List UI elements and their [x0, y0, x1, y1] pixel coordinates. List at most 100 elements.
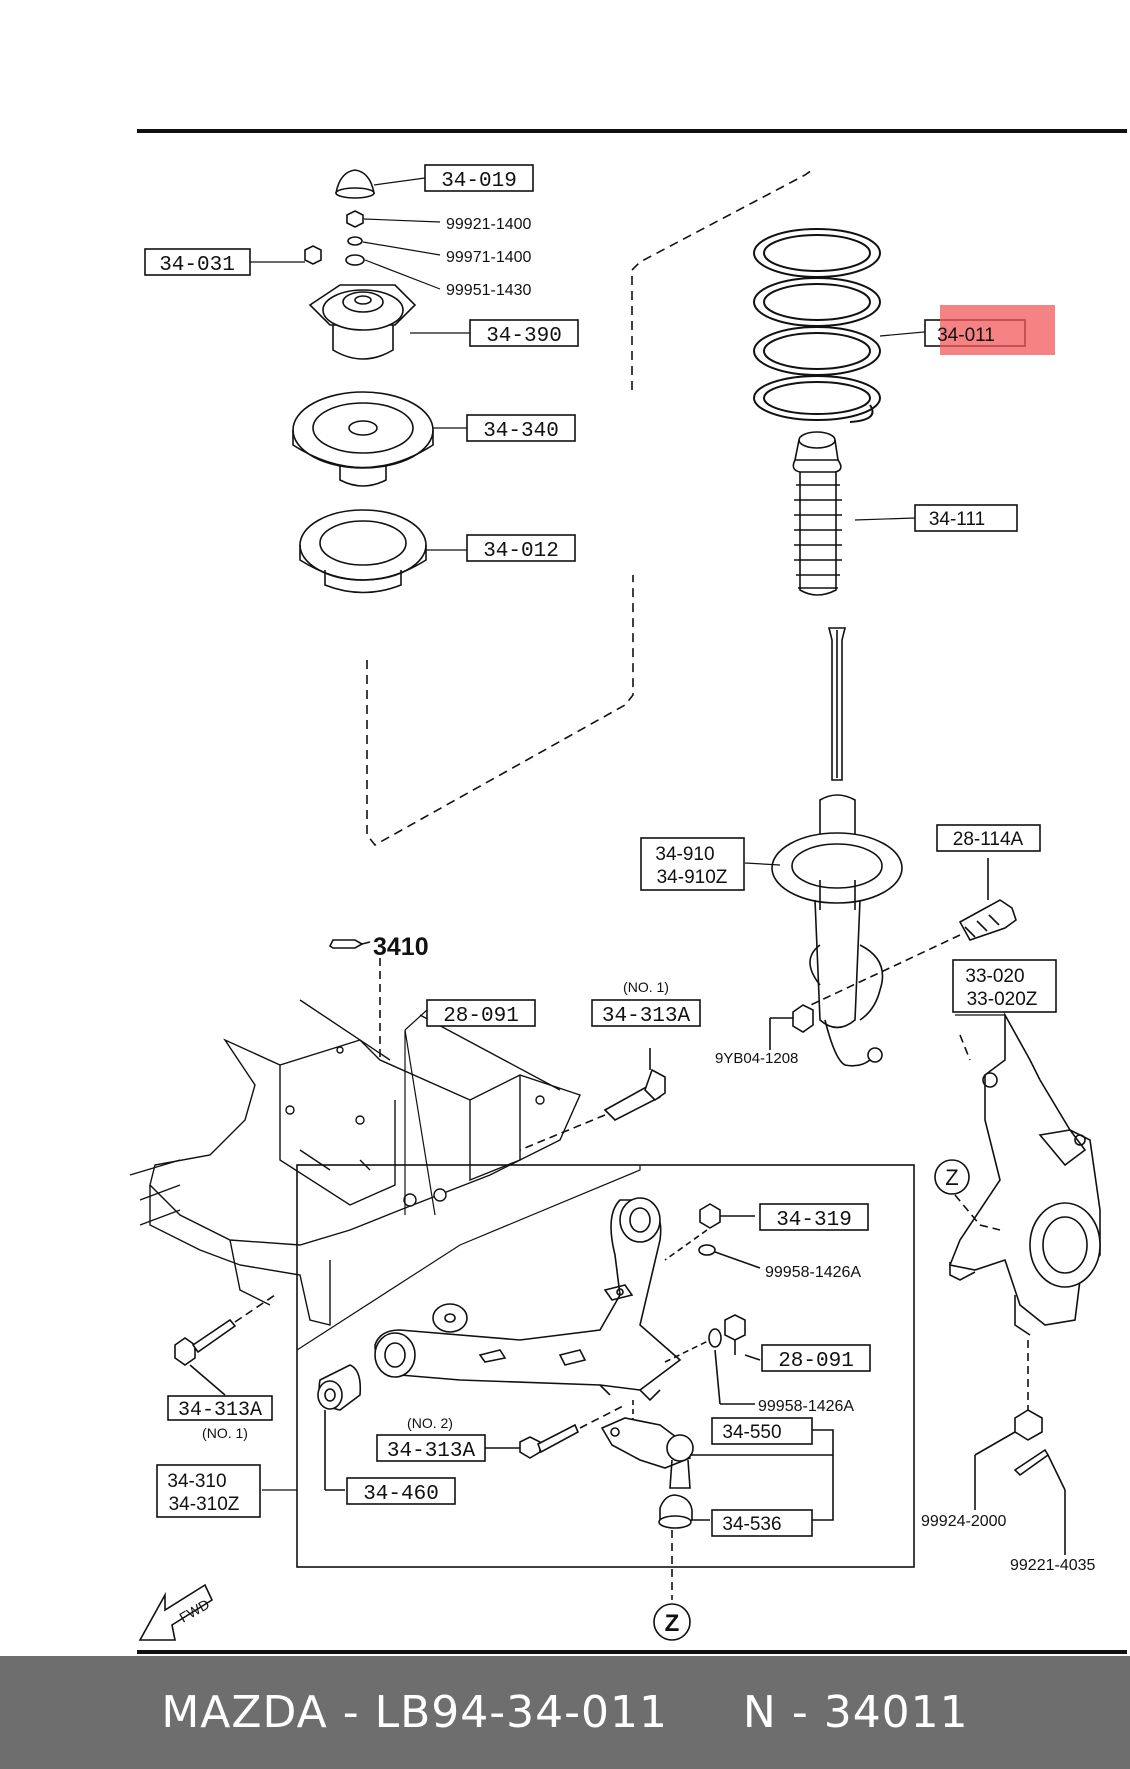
castle-nut-drawing	[974, 1409, 1043, 1510]
label-34-313a-left: 34-313A	[178, 1399, 262, 1422]
cotter-pin-drawing	[1013, 1448, 1066, 1555]
lower-arm-drawing	[374, 1197, 682, 1402]
box-34-390	[469, 319, 579, 347]
label-28-091-mid: 28-091	[778, 1350, 854, 1373]
note-no1-top: (NO. 1)	[623, 979, 669, 995]
fwd-arrow-icon: FWD	[138, 1583, 214, 1641]
label-34-011: 34-011	[937, 325, 995, 346]
num-99921-1400: 99921-1400	[446, 216, 532, 233]
box-28-091-top	[426, 999, 536, 1027]
nut-washer-drawing	[664, 1314, 761, 1405]
bolt-313a-top-drawing	[603, 1048, 666, 1121]
coil-spring-drawing	[753, 228, 881, 423]
num-99958-1426a-b: 99958-1426A	[758, 1398, 854, 1415]
label-34-313a-low: 34-313A	[387, 1440, 476, 1463]
shock-absorber-drawing	[771, 627, 903, 1067]
z-marker-1: Z	[934, 1159, 970, 1195]
label-34-910: 34-910	[655, 844, 714, 865]
steering-knuckle-drawing	[948, 1011, 1101, 1336]
bolt-axis-low	[579, 1404, 626, 1429]
strut-mount-drawing	[308, 284, 417, 360]
strut-bolt-drawing	[958, 858, 1017, 941]
label-34-012: 34-012	[483, 540, 559, 563]
reference-arrow-icon	[328, 939, 371, 949]
mount-bearing-drawing	[299, 509, 427, 594]
label-34-031: 34-031	[159, 254, 235, 277]
label-34-460: 34-460	[363, 1483, 439, 1506]
leaders-top	[250, 177, 936, 551]
bolt-319-drawing	[664, 1203, 761, 1269]
label-34-910z: 34-910Z	[657, 867, 728, 888]
knuckle-dash-z	[954, 1194, 1001, 1231]
box-34-319	[759, 1203, 869, 1231]
ball-joint-drawing	[600, 1400, 834, 1521]
label-34-111: 34-111	[929, 509, 985, 530]
footer-part-caption: MAZDA - LB94-34-011 N - 34011	[161, 1687, 969, 1738]
box-34-313a-top	[591, 999, 701, 1027]
label-34-313a-top: 34-313A	[602, 1005, 691, 1028]
num-99951-1430: 99951-1430	[446, 282, 532, 299]
label-28-114a: 28-114A	[953, 829, 1024, 850]
label-34-550: 34-550	[722, 1422, 781, 1443]
box-34-019	[424, 164, 534, 192]
footer-bar: MAZDA - LB94-34-011 N - 34011	[0, 1656, 1130, 1769]
box-34-313a-low	[376, 1434, 486, 1462]
subframe-drawing	[129, 999, 581, 1326]
note-no1-left: (NO. 1)	[202, 1425, 248, 1441]
spring-seat-drawing	[292, 391, 434, 487]
bolt-313a-low-drawing	[485, 1423, 580, 1459]
num-99958-1426a-a: 99958-1426A	[765, 1264, 861, 1281]
dust-cap-drawing	[335, 169, 375, 199]
box-34-031	[144, 248, 251, 276]
ball-joint-boot-drawing	[658, 1494, 710, 1529]
box-28-114a	[936, 824, 1041, 852]
strut-bolt-axis	[799, 934, 961, 1011]
label-34-310: 34-310	[167, 1471, 226, 1492]
label-34-019: 34-019	[441, 170, 517, 193]
box-28-091-mid	[761, 1344, 871, 1372]
lower-arm-kit-box	[296, 1164, 915, 1568]
box-34-340	[466, 414, 576, 442]
label-34-390: 34-390	[486, 325, 562, 348]
z-marker-1-text: Z	[945, 1165, 958, 1190]
label-33-020z: 33-020Z	[967, 989, 1038, 1010]
num-99221-4035: 99221-4035	[1010, 1557, 1096, 1574]
label-34-310z: 34-310Z	[169, 1494, 240, 1515]
note-no2: (NO. 2)	[407, 1415, 453, 1431]
z-marker-2: Z	[653, 1603, 691, 1641]
box-34-313a-left	[167, 1395, 273, 1421]
bushing-drawing	[317, 1364, 362, 1491]
ref-3410: 3410	[373, 933, 429, 961]
knuckle-dash-1	[959, 1034, 971, 1061]
bump-stop-boot-drawing	[792, 431, 842, 596]
highlight-34-011	[940, 305, 1055, 355]
label-34-319: 34-319	[776, 1209, 852, 1232]
box-diag-left	[296, 1165, 641, 1351]
box-34-111	[914, 504, 1018, 532]
box-34-910	[640, 837, 745, 891]
leaders-28091-top	[404, 1009, 436, 1216]
num-99971-1400: 99971-1400	[446, 249, 532, 266]
strut-nut-drawing	[769, 1004, 814, 1050]
label-28-091-top: 28-091	[443, 1005, 519, 1028]
dashed-kit-boundary	[366, 575, 634, 847]
num-99924-2000: 99924-2000	[921, 1513, 1007, 1530]
box-34-550	[711, 1417, 813, 1445]
box-34-536	[711, 1509, 813, 1537]
bolt-axis-left	[234, 1294, 276, 1323]
leaders-mid	[744, 862, 1005, 1016]
box-33-020	[952, 959, 1057, 1013]
bolt-313a-left-drawing	[174, 1318, 237, 1396]
label-34-536: 34-536	[722, 1514, 781, 1535]
top-nut-drawing	[304, 210, 365, 266]
num-9yb04-1208: 9YB04-1208	[715, 1050, 798, 1067]
box-34-310	[156, 1464, 261, 1518]
label-34-340: 34-340	[483, 420, 559, 443]
z-marker-2-text: Z	[665, 1610, 680, 1637]
box-34-012	[466, 534, 576, 562]
dashed-kit-boundary-top	[631, 169, 813, 390]
box-34-460	[346, 1477, 456, 1505]
bolt-axis-top	[519, 1114, 606, 1151]
label-33-020: 33-020	[965, 966, 1024, 987]
